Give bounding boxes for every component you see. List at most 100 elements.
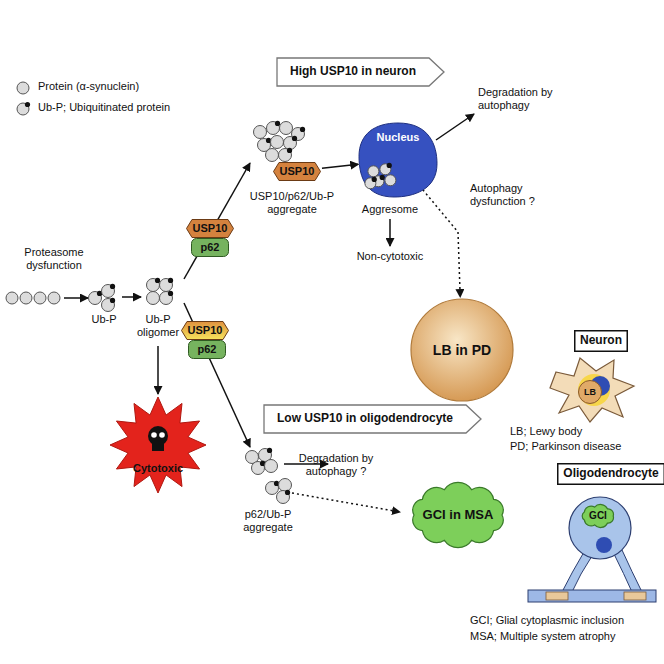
node-text: High USP10 in neuron (290, 65, 416, 79)
protein (266, 149, 279, 162)
protein (102, 285, 115, 298)
lewy-body-circle: LB in PD (410, 298, 514, 402)
protein-clusters (6, 121, 305, 504)
annotation-label: GCI; Glial cytoplasmic inclusion (470, 614, 660, 627)
neuron-cell (550, 358, 634, 422)
protein (6, 292, 18, 304)
ubiquitin (292, 136, 297, 141)
annotation-label: MSA; Multiple system atrophy (470, 630, 660, 643)
legend-text: Protein (α-synuclein) (38, 80, 139, 93)
node-text: p62 (198, 343, 217, 356)
protein (34, 292, 46, 304)
ubiquitin (275, 121, 280, 126)
ubiquitin (380, 175, 385, 180)
ubiquitin (267, 448, 272, 453)
cytotoxic-star (110, 397, 206, 493)
ubiquitin (285, 490, 290, 495)
node-text: Nucleus (377, 131, 420, 144)
oligodendrocyte-cell (528, 497, 656, 602)
protein-pill: p62 (191, 238, 229, 257)
protein (368, 166, 379, 177)
protein (267, 122, 280, 135)
star-burst (110, 397, 206, 493)
protein (266, 482, 279, 495)
protein (20, 292, 32, 304)
annotation-label: Cytotoxic (123, 462, 193, 475)
node-text: LB (584, 387, 596, 397)
annotation-label: Proteasome dysfunction (12, 246, 96, 272)
node-text: USP10 (280, 165, 315, 178)
node-text: Oligodendrocyte (563, 467, 658, 481)
ubiquitin (110, 298, 115, 303)
protein (280, 122, 293, 135)
annotation-label: Degradation by autophagy ? (290, 452, 382, 478)
ubiquitin (168, 291, 173, 296)
protein (277, 491, 290, 504)
protein (252, 462, 265, 475)
legend-item: Protein (α-synuclein) (16, 76, 170, 97)
lewy-body: LB (578, 380, 602, 404)
legend-sample (16, 79, 32, 95)
protein (271, 136, 284, 149)
protein-pill: p62 (188, 340, 226, 359)
legend-sample (16, 100, 32, 116)
protein (160, 279, 173, 292)
protein (380, 164, 391, 175)
condition-banner: High USP10 in neuron (276, 57, 445, 87)
cell-type-box: Neuron (574, 330, 628, 352)
annotation-label: Degradation by autophagy (478, 86, 570, 112)
aggresome-cluster (365, 163, 396, 189)
protein (385, 175, 396, 186)
cell-type-box: Oligodendrocyte (557, 463, 664, 485)
skull-eye (151, 432, 157, 438)
protein (147, 292, 160, 305)
annotation-label: PD; Parkinson disease (510, 440, 640, 453)
annotation-label: Non-cytotoxic (350, 250, 430, 263)
node-text: USP10 (188, 324, 223, 337)
node-text: USP10 (193, 222, 228, 235)
protein (89, 292, 102, 305)
ubiquitin (155, 278, 160, 283)
annotation-label: LB; Lewy body (510, 425, 630, 438)
annotation-label: Ub-P oligomer (131, 313, 185, 339)
flow-arrows (64, 114, 474, 512)
protein (292, 128, 305, 141)
inclusion-cloud: GCI (579, 504, 617, 528)
legend-text: Ub-P; Ubiquitinated protein (38, 101, 170, 114)
legend: Protein (α-synuclein) Ub-P; Ubiquitinated… (16, 76, 170, 118)
protein (279, 149, 292, 162)
annotation-label: Aggresome (355, 203, 425, 216)
skull-eye (159, 432, 165, 438)
protein-hexagon: USP10 (181, 321, 229, 340)
ubiquitin (372, 177, 377, 182)
node-text: Neuron (580, 334, 622, 348)
protein (160, 292, 173, 305)
nucleus-shape: Nucleus (359, 123, 437, 197)
protein (102, 299, 115, 312)
annotation-label: Ub-P (84, 313, 124, 326)
node-text: GCI in MSA (423, 508, 494, 523)
node-text: Low USP10 in oligodendrocyte (277, 412, 453, 426)
ubiquitin (387, 163, 392, 168)
ubiquitin (300, 127, 305, 132)
annotation-label: Autophagy dysfunction ? (470, 182, 556, 208)
node-text: p62 (201, 241, 220, 254)
protein-hexagon: USP10 (186, 219, 234, 238)
protein-hexagon: USP10 (273, 162, 321, 181)
ubiquitin (110, 284, 115, 289)
protein (48, 292, 60, 304)
annotation-label: p62/Ub-P aggregate (232, 508, 304, 534)
ubiquitin (287, 148, 292, 153)
node-text: LB in PD (433, 342, 491, 358)
legend-item: Ub-P; Ubiquitinated protein (16, 97, 170, 118)
protein (279, 479, 292, 492)
connector-arrow (322, 164, 358, 168)
protein (147, 279, 160, 292)
inclusion-cloud: GCI in MSA (403, 480, 513, 550)
node-text: GCI (589, 510, 607, 522)
protein (265, 460, 278, 473)
condition-banner: Low USP10 in oligodendrocyte (263, 404, 482, 434)
